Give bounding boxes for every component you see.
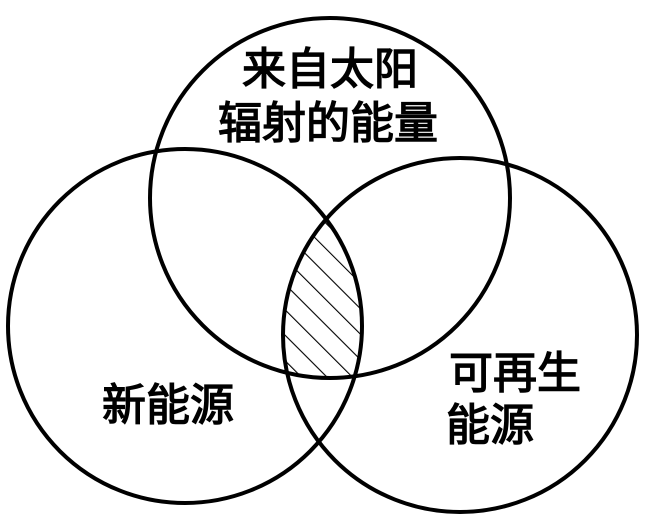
label-right-line2: 能源 — [446, 400, 534, 451]
circle-top-solar-energy — [148, 16, 512, 380]
label-top-line2: 辐射的能量 — [218, 98, 438, 149]
label-top-line1: 来自太阳 — [242, 44, 418, 95]
label-right-line1: 可再生 — [449, 348, 581, 399]
circle-left-new-energy — [6, 147, 364, 505]
label-left: 新能源 — [102, 380, 234, 431]
circle-right-renewable-energy — [281, 156, 639, 514]
